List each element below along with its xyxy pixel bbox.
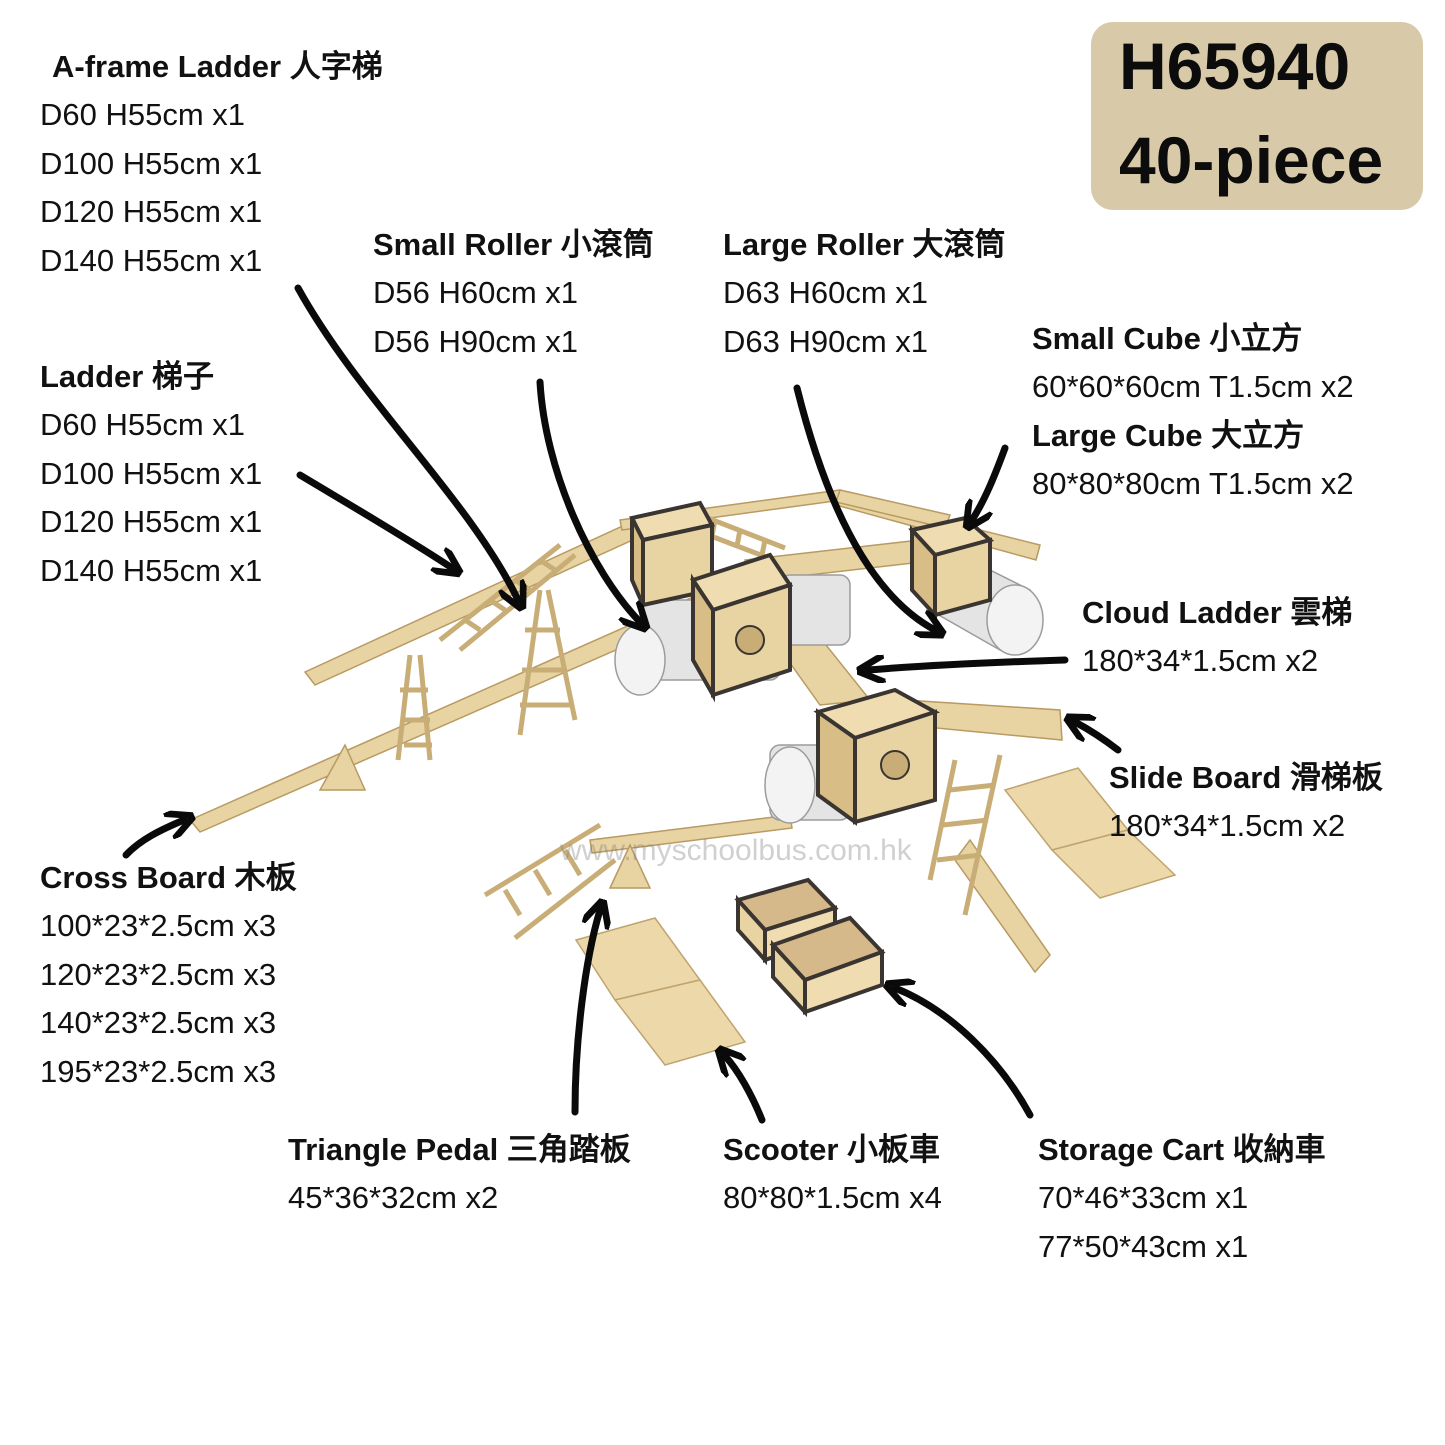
spec-line: 195*23*2.5cm x3 xyxy=(40,1053,277,1089)
arrow-storage-cart xyxy=(895,988,1034,1119)
ladder-title: Ladder 梯子 xyxy=(40,359,214,394)
spec-line: D100 H55cm x1 xyxy=(40,145,263,181)
spec-line: 80*80*80cm T1.5cm x2 xyxy=(1032,465,1354,501)
spec-line: 120*23*2.5cm x3 xyxy=(40,956,277,992)
slide-board-label: Slide Board 滑梯板 180*34*1.5cm x2 xyxy=(1109,754,1383,851)
pointer-arrows xyxy=(122,284,1122,1124)
a-frame-ladder-title: A-frame Ladder 人字梯 xyxy=(52,49,383,84)
cross-board-group xyxy=(188,489,1063,974)
a-frame-ladder xyxy=(927,754,1003,916)
arrow-large-roller xyxy=(793,384,935,630)
spec-line: D56 H90cm x1 xyxy=(373,323,579,359)
large-cube xyxy=(813,687,941,826)
spec-line: 70*46*33cm x1 xyxy=(1038,1180,1249,1215)
large-cube xyxy=(689,552,794,703)
cross-board-label: Cross Board 木板 100*23*2.5cm x3 120*23*2.… xyxy=(40,854,297,1096)
triangle-pedal-title: Triangle Pedal 三角踏板 xyxy=(288,1132,631,1167)
spec-line: D120 H55cm x1 xyxy=(40,504,263,539)
slide-board-title: Slide Board 滑梯板 xyxy=(1109,760,1383,795)
spec-line: 60*60*60cm T1.5cm x2 xyxy=(1032,369,1354,404)
cube-group xyxy=(629,500,995,826)
spec-line: 77*50*43cm x1 xyxy=(1038,1228,1249,1264)
small-roller-title: Small Roller 小滾筒 xyxy=(373,227,654,262)
triangle-pedal-label: Triangle Pedal 三角踏板 45*36*32cm x2 xyxy=(288,1126,631,1223)
ladder xyxy=(483,822,617,940)
scooter xyxy=(613,979,747,1066)
spec-line: D63 H90cm x1 xyxy=(723,323,929,359)
spec-line: 80*80*1.5cm x4 xyxy=(723,1180,942,1215)
small-roller-label: Small Roller 小滾筒 D56 H60cm x1 D56 H90cm … xyxy=(373,221,654,366)
scooter-title: Scooter 小板車 xyxy=(723,1132,941,1167)
a-frame-ladder-specs: D60 H55cm x1 D100 H55cm x1 D120 H55cm x1… xyxy=(40,91,262,285)
arrow-triangle-pedal xyxy=(571,910,600,1116)
a-frame-ladder xyxy=(395,654,433,761)
storage-cart-group xyxy=(734,877,886,1018)
small-cube-title: Small Cube 小立方 xyxy=(1032,321,1303,356)
large-roller-title: Large Roller 大滾筒 xyxy=(723,227,1006,262)
arrow-small-roller xyxy=(536,378,640,622)
product-badge: H65940 40-piece xyxy=(1091,22,1423,210)
cross-board-title: Cross Board 木板 xyxy=(40,860,297,895)
spec-line: D120 H55cm x1 xyxy=(40,194,263,229)
spec-line: 45*36*32cm x2 xyxy=(288,1180,499,1215)
storage-cart-title: Storage Cart 收納車 xyxy=(1038,1132,1326,1167)
small-cube xyxy=(908,515,995,621)
arrow-a-frame-ladder xyxy=(294,284,518,600)
spec-line: 180*34*1.5cm x2 xyxy=(1109,808,1346,843)
spec-line: 140*23*2.5cm x3 xyxy=(40,1005,277,1040)
arrow-scooter xyxy=(725,1056,766,1124)
watermark: www.myschoolbus.com.hk xyxy=(560,834,912,867)
cloud-ladder-label: Cloud Ladder 雲梯 180*34*1.5cm x2 xyxy=(1082,589,1352,686)
spec-line: D60 H55cm x1 xyxy=(40,407,246,442)
spec-line: D140 H55cm x1 xyxy=(40,242,263,278)
triangle-pedal xyxy=(608,843,652,889)
large-roller-label: Large Roller 大滾筒 D63 H60cm x1 D63 H90cm … xyxy=(723,221,1006,366)
ladder-group xyxy=(395,512,1003,940)
piece-count: 40-piece xyxy=(1119,123,1384,197)
cloud-ladder-title: Cloud Ladder 雲梯 xyxy=(1082,595,1353,630)
arrow-cube xyxy=(972,444,1009,520)
spec-line: 180*34*1.5cm x2 xyxy=(1082,643,1319,678)
product-code: H65940 xyxy=(1119,29,1351,103)
spec-line: D100 H55cm x1 xyxy=(40,455,263,491)
cross-board xyxy=(303,517,652,686)
cube-label: Small Cube 小立方 60*60*60cm T1.5cm x2 Larg… xyxy=(1032,315,1354,508)
large-cube-title: Large Cube 大立方 xyxy=(1032,417,1305,453)
spec-line: D56 H60cm x1 xyxy=(373,275,579,310)
triangle-pedal xyxy=(318,743,367,791)
scooter-group xyxy=(574,767,1177,1066)
spec-line: D63 H60cm x1 xyxy=(723,275,929,310)
arrow-cloud-ladder xyxy=(868,660,1069,670)
storage-cart-label: Storage Cart 收納車 70*46*33cm x1 77*50*43c… xyxy=(1038,1126,1326,1271)
arrow-ladder xyxy=(296,471,452,568)
scooter-label: Scooter 小板車 80*80*1.5cm x4 xyxy=(723,1126,942,1223)
a-frame-ladder xyxy=(517,589,578,736)
spec-line: D140 H55cm x1 xyxy=(40,552,263,588)
a-frame-ladder-label: A-frame Ladder 人字梯 xyxy=(52,43,383,91)
cross-board xyxy=(954,838,1051,974)
scooter xyxy=(1050,829,1177,899)
arrow-slide-board xyxy=(1075,722,1122,754)
ladder-label: Ladder 梯子 D60 H55cm x1 D100 H55cm x1 D12… xyxy=(40,353,262,595)
arrow-cross-board xyxy=(122,820,184,859)
spec-line: 100*23*2.5cm x3 xyxy=(40,908,277,943)
spec-line: D60 H55cm x1 xyxy=(40,97,246,132)
cross-board xyxy=(589,814,793,854)
